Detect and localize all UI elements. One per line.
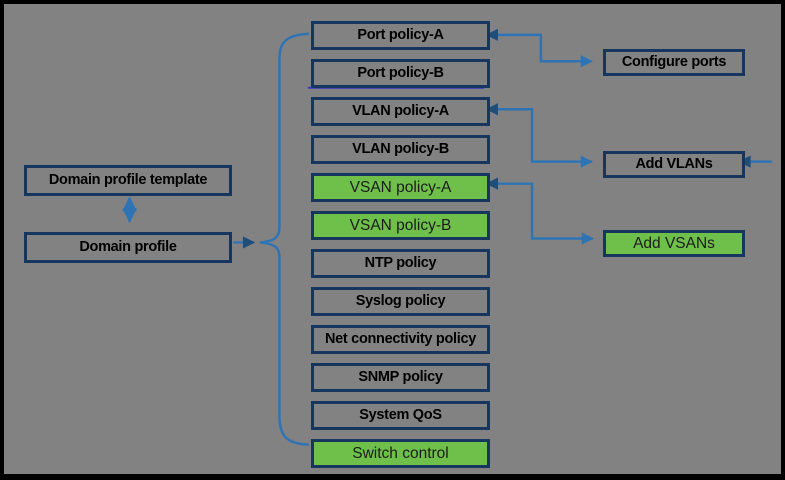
policy-box-net-connectivity-policy: Net connectivity policy — [311, 325, 490, 354]
policy-box-label: Port policy-B — [357, 65, 444, 82]
action-box-label: Add VLANs — [635, 156, 713, 173]
policy-box-label: Syslog policy — [355, 293, 446, 310]
domain-profile-template-box: Domain profile template — [24, 165, 232, 196]
policy-box-switch-control: Switch control — [311, 439, 490, 468]
policy-box-label: System QoS — [359, 407, 442, 424]
policy-box-label: Switch control — [352, 444, 449, 462]
policy-box-label: SNMP policy — [358, 369, 443, 386]
vlan-policy-add-vlans-connector — [485, 103, 593, 168]
policy-box-label: Port policy-A — [357, 27, 444, 44]
policy-box-system-qos: System QoS — [311, 401, 490, 430]
policy-box-ntp-policy: NTP policy — [311, 249, 490, 278]
domain-profile-box: Domain profile — [24, 232, 232, 263]
policy-box-vlan-policy-a: VLAN policy-A — [311, 97, 490, 126]
policy-box-snmp-policy: SNMP policy — [311, 363, 490, 392]
policy-box-label: NTP policy — [364, 255, 437, 272]
action-box-label: Configure ports — [621, 54, 727, 71]
domain-profile-label: Domain profile — [79, 239, 177, 256]
action-box-add-vlans: Add VLANs — [603, 151, 745, 178]
policy-box-vsan-policy-a: VSAN policy-A — [311, 173, 490, 202]
policy-box-port-policy-b: Port policy-B — [311, 59, 490, 88]
action-box-label: Add VSANs — [633, 234, 715, 252]
policy-box-label: VSAN policy-B — [349, 216, 452, 234]
policy-box-port-policy-a: Port policy-A — [311, 21, 490, 50]
domain-profile-template-label: Domain profile template — [48, 172, 208, 189]
action-box-add-vsans: Add VSANs — [603, 230, 745, 257]
policy-brace — [233, 32, 309, 446]
vsan-policy-add-vsans-connector — [485, 177, 594, 245]
policy-box-label: VLAN policy-B — [352, 141, 449, 158]
policy-box-label: VSAN policy-A — [349, 178, 452, 196]
policy-box-label: Net connectivity policy — [324, 331, 477, 348]
policy-box-label: VLAN policy-A — [352, 103, 449, 120]
port-policy-configure-ports-connector — [485, 28, 593, 68]
action-box-configure-ports: Configure ports — [603, 49, 745, 76]
policy-box-syslog-policy: Syslog policy — [311, 287, 490, 316]
policy-box-vlan-policy-b: VLAN policy-B — [311, 135, 490, 164]
policy-box-vsan-policy-b: VSAN policy-B — [311, 211, 490, 240]
